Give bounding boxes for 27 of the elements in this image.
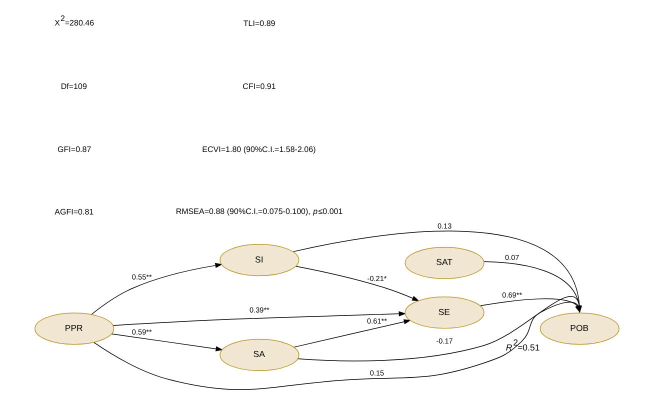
edge-label: 0.39** [249, 306, 269, 315]
node-ellipse: SA [219, 338, 299, 372]
edge-label: 0.59** [131, 328, 152, 337]
label: CFI=0.91 [242, 82, 276, 92]
arrow [90, 262, 222, 315]
edge-label: 0.55** [131, 272, 152, 282]
node-ellipse: SI [219, 244, 299, 276]
label: Df=109 [60, 82, 86, 92]
arrow [112, 311, 406, 326]
label: TLI=0.89 [242, 19, 275, 28]
edge-label: 0.15 [369, 368, 384, 378]
edge-label: 0.69** [502, 290, 522, 300]
label: RMSEA=0.88 (90%C.I.=0.075-0.100), p≤0.001 [175, 206, 342, 216]
arrow [110, 334, 223, 352]
arrow [295, 266, 419, 302]
node-ellipse: SAT [404, 246, 484, 280]
edge-label: 0.61** [366, 316, 386, 326]
edge-label: -0.17 [436, 336, 452, 346]
node-ellipse: POB [539, 312, 619, 345]
label: GFI=0.87 [57, 144, 91, 154]
edge-label: 0.13 [436, 222, 452, 231]
node-ellipse: PPR [34, 312, 114, 345]
arrow [293, 319, 411, 348]
label: AGFI=0.81 [54, 208, 94, 217]
edge-label: -0.21* [366, 274, 386, 284]
label: ECVI=1.80 (90%C.I.=1.58-2.06) [202, 144, 316, 154]
edge-label: 0.07 [504, 253, 519, 262]
